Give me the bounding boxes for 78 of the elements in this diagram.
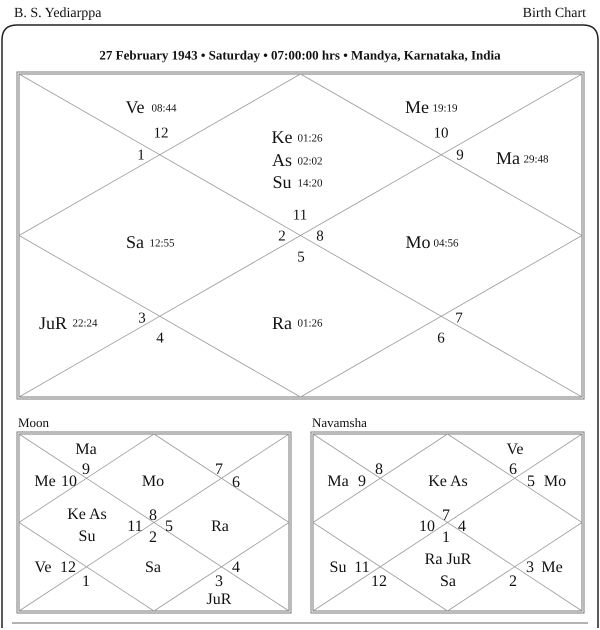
- house-number: 10: [419, 519, 435, 535]
- planet-label: Ve: [506, 442, 524, 458]
- house-number: 6: [509, 462, 517, 478]
- house-number: 7: [442, 508, 450, 524]
- house-number: 5: [527, 474, 535, 490]
- planet-label: Ma: [75, 442, 97, 458]
- planet-label: Ma: [327, 474, 349, 490]
- planet-label: Me: [34, 474, 56, 490]
- planet-label: Sa: [440, 574, 456, 590]
- house-number: 3: [138, 312, 146, 326]
- house-number: 4: [156, 332, 164, 346]
- planet-label: Me: [541, 560, 563, 576]
- house-number: 1: [137, 148, 145, 164]
- person-name: B. S. Yediarppa: [14, 7, 102, 21]
- house-number: 6: [232, 475, 240, 491]
- house-number: 7: [455, 312, 463, 326]
- house-number: 2: [149, 530, 157, 546]
- degree-label: 19:19: [432, 104, 458, 114]
- degree-label: 08:44: [151, 104, 177, 114]
- planet-label: Ve: [126, 98, 144, 116]
- planet-label: Mo: [544, 474, 566, 490]
- house-number: 12: [60, 560, 76, 576]
- degree-label: 12:55: [149, 238, 175, 250]
- planet-label: Mo: [406, 233, 430, 251]
- house-number: 9: [456, 148, 464, 164]
- birth-details: 27 February 1943 • Saturday • 07:00:00 hrs • Mandya, Karnataka, India: [99, 48, 501, 62]
- house-number: 10: [61, 474, 77, 490]
- house-number: 8: [316, 230, 324, 244]
- house-number: 11: [127, 519, 143, 535]
- degree-label: 01:26: [297, 134, 323, 144]
- house-number: 4: [232, 560, 240, 576]
- planet-label: JuR: [206, 592, 232, 608]
- planet-label: Mo: [142, 474, 164, 490]
- house-number: 11: [354, 560, 370, 576]
- planet-label: JuR: [39, 314, 67, 332]
- house-number: 10: [434, 126, 448, 142]
- chart-title: Navamsha: [312, 416, 367, 428]
- planet-label: Su: [330, 560, 346, 576]
- house-number: 9: [82, 462, 90, 478]
- planet-label: Su: [272, 173, 292, 191]
- house-number: 7: [215, 462, 223, 478]
- house-number: 2: [278, 230, 286, 244]
- degree-label: 22:24: [72, 318, 98, 330]
- planet-label: Ra: [211, 519, 229, 535]
- planet-label: Me: [405, 98, 429, 116]
- house-number: 2: [509, 574, 517, 590]
- degree-label: 01:26: [297, 318, 323, 330]
- degree-label: 02:02: [297, 156, 323, 168]
- house-number: 5: [297, 250, 305, 266]
- house-number: 3: [526, 560, 534, 576]
- house-number: 12: [154, 126, 168, 142]
- house-number: 5: [165, 519, 173, 535]
- house-number: 12: [371, 574, 387, 590]
- planet-label: Sa: [145, 560, 161, 576]
- house-number: 3: [215, 574, 223, 590]
- house-number: 1: [82, 574, 90, 590]
- house-number: 6: [437, 332, 445, 346]
- house-number: 8: [375, 462, 383, 478]
- degree-label: 14:20: [297, 178, 323, 190]
- degree-label: 29:48: [523, 154, 549, 166]
- planet-label: Ke As: [428, 474, 468, 490]
- chart-title: Moon: [18, 416, 50, 428]
- planet-label: Su: [78, 529, 96, 545]
- planet-label: Ke: [272, 128, 292, 146]
- planet-label: Ra: [272, 314, 292, 332]
- planet-label: Ra JuR: [424, 552, 472, 568]
- house-number: 1: [442, 530, 450, 546]
- house-number: 8: [149, 508, 157, 524]
- house-number: 9: [358, 474, 366, 490]
- planet-label: As: [272, 151, 292, 169]
- chart-heading: Birth Chart: [522, 7, 586, 21]
- house-number: 11: [292, 208, 308, 224]
- planet-label: Ve: [34, 560, 52, 576]
- planet-label: Ma: [496, 149, 520, 167]
- house-number: 4: [458, 519, 466, 535]
- planet-label: Ke As: [67, 507, 107, 523]
- degree-label: 04:56: [433, 238, 459, 250]
- planet-label: Sa: [126, 233, 144, 251]
